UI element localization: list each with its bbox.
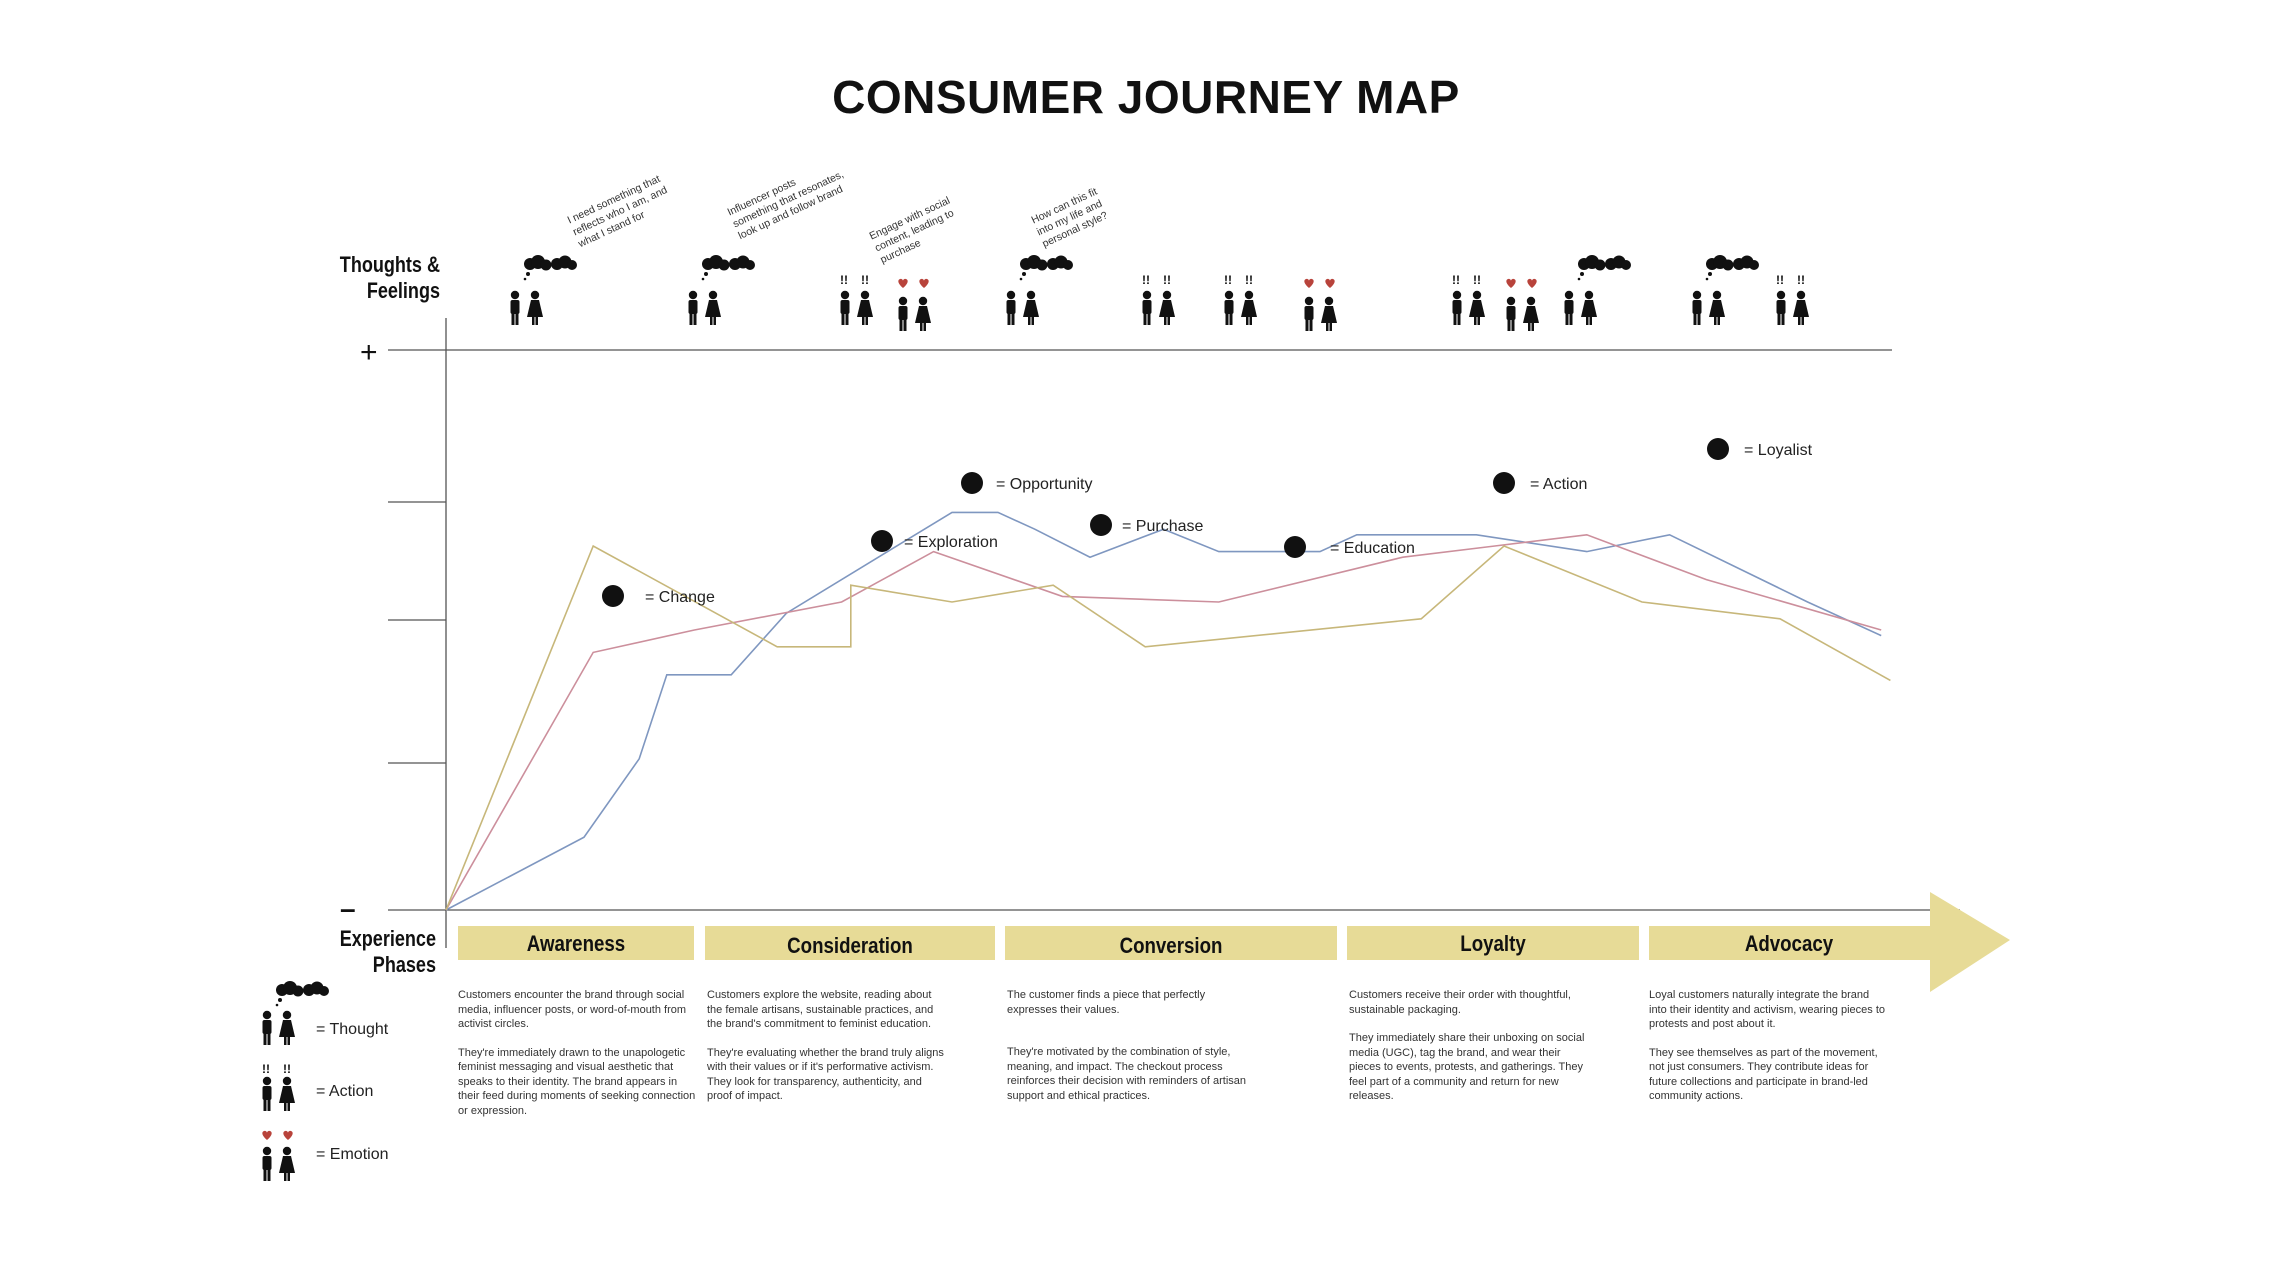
marker-loyalist-label: = Loyalist bbox=[1744, 442, 1813, 459]
marker-action-label: = Action bbox=[1530, 476, 1587, 493]
legend-thought-label: = Thought bbox=[316, 1021, 389, 1038]
phase-desc-awareness-p1: Customers encounter the brand through so… bbox=[458, 989, 687, 1030]
marker-exploration-dot bbox=[871, 530, 893, 552]
phase-bar-advocacy bbox=[1649, 926, 1931, 960]
phase-desc-conversion-p2: They're motivated by the combination of … bbox=[1007, 1046, 1247, 1102]
journey-icon-action-7 bbox=[1224, 273, 1257, 325]
series-line-pink bbox=[445, 533, 1882, 911]
legend-emotion-label: = Emotion bbox=[316, 1146, 389, 1163]
marker-opportunity-dot bbox=[961, 472, 983, 494]
phase-desc-advocacy-p2: They see themselves as part of the movem… bbox=[1649, 1046, 1878, 1103]
journey-icon-thought-1 bbox=[510, 255, 577, 325]
phase-label-awareness: Awareness bbox=[527, 933, 625, 957]
journey-icon-action-3 bbox=[840, 273, 873, 325]
legend-action-icon bbox=[262, 1062, 295, 1111]
page-title: CONSUMER JOURNEY MAP bbox=[832, 71, 1460, 123]
phase-desc-awareness-p2: They're immediately drawn to the unapolo… bbox=[458, 1046, 696, 1117]
marker-purchase-label: = Purchase bbox=[1122, 518, 1203, 535]
journey-icon-emotion-4 bbox=[898, 278, 931, 331]
journey-icon-thought-5 bbox=[1006, 255, 1073, 325]
journey-icon-thought-11 bbox=[1564, 255, 1631, 325]
journey-icon-emotion-8 bbox=[1304, 278, 1337, 331]
phase-desc-loyalty: Customers receive their order with thoug… bbox=[1349, 988, 1589, 1118]
series-line-blue bbox=[445, 511, 1882, 911]
phase-desc-consideration-p2: They're evaluating whether the brand tru… bbox=[707, 1046, 944, 1103]
phase-bar-awareness bbox=[458, 926, 694, 960]
thoughts-feelings-label: Thoughts & Feelings bbox=[339, 252, 440, 303]
marker-action-dot bbox=[1493, 472, 1515, 494]
journey-icon-action-9 bbox=[1452, 273, 1485, 325]
phase-label-consideration: Consideration bbox=[787, 935, 913, 959]
axis-minus-label: – bbox=[340, 893, 356, 924]
phase-desc-conversion-p1: The customer finds a piece that perfectl… bbox=[1007, 989, 1206, 1016]
marker-exploration-label: = Exploration bbox=[904, 534, 998, 551]
phase-bar-conversion bbox=[1005, 926, 1337, 960]
phase-label-conversion: Conversion bbox=[1120, 935, 1223, 959]
phase-desc-advocacy: Loyal customers naturally integrate the … bbox=[1649, 988, 1889, 1118]
phase-desc-consideration-p1: Customers explore the website, reading a… bbox=[707, 989, 934, 1030]
phase-arrow: Awareness Consideration Conversion Loyal… bbox=[458, 892, 2010, 992]
marker-education-label: = Education bbox=[1330, 540, 1415, 557]
journey-icon-thought-12 bbox=[1692, 255, 1759, 325]
marker-change-label: = Change bbox=[645, 589, 715, 606]
phase-desc-loyalty-p2: They immediately share their unboxing on… bbox=[1349, 1032, 1585, 1102]
marker-change-dot bbox=[602, 585, 624, 607]
chart-lines bbox=[445, 511, 1891, 911]
phase-desc-conversion: The customer finds a piece that perfectl… bbox=[1007, 988, 1252, 1117]
phase-label-loyalty: Loyalty bbox=[1460, 933, 1526, 957]
series-line-gold bbox=[445, 544, 1891, 911]
thoughts-feelings-icon-row bbox=[510, 255, 1809, 331]
legend-action-label: = Action bbox=[316, 1083, 374, 1100]
experience-phases-label: Experience Phases bbox=[339, 926, 436, 977]
legend-emotion-icon bbox=[262, 1130, 295, 1181]
marker-opportunity-label: = Opportunity bbox=[996, 476, 1093, 493]
chart-axes: + – bbox=[340, 318, 1960, 948]
marker-education-dot bbox=[1284, 536, 1306, 558]
journey-icon-emotion-10 bbox=[1506, 278, 1539, 331]
axis-plus-label: + bbox=[360, 336, 378, 369]
phase-bar-consideration bbox=[705, 926, 995, 960]
marker-loyalist-dot bbox=[1707, 438, 1729, 460]
journey-markers: = Change = Exploration = Opportunity = P… bbox=[602, 438, 1813, 607]
phase-desc-consideration: Customers explore the website, reading a… bbox=[707, 988, 947, 1118]
phase-desc-loyalty-p1: Customers receive their order with thoug… bbox=[1349, 989, 1571, 1016]
marker-purchase-dot bbox=[1090, 514, 1112, 536]
phase-desc-awareness: Customers encounter the brand through so… bbox=[458, 988, 698, 1132]
phase-label-advocacy: Advocacy bbox=[1745, 933, 1834, 957]
phase-desc-advocacy-p1: Loyal customers naturally integrate the … bbox=[1649, 989, 1886, 1030]
journey-icon-thought-2 bbox=[688, 255, 755, 325]
phase-bar-loyalty bbox=[1347, 926, 1639, 960]
journey-icon-action-13 bbox=[1776, 273, 1809, 325]
journey-icon-action-6 bbox=[1142, 273, 1175, 325]
